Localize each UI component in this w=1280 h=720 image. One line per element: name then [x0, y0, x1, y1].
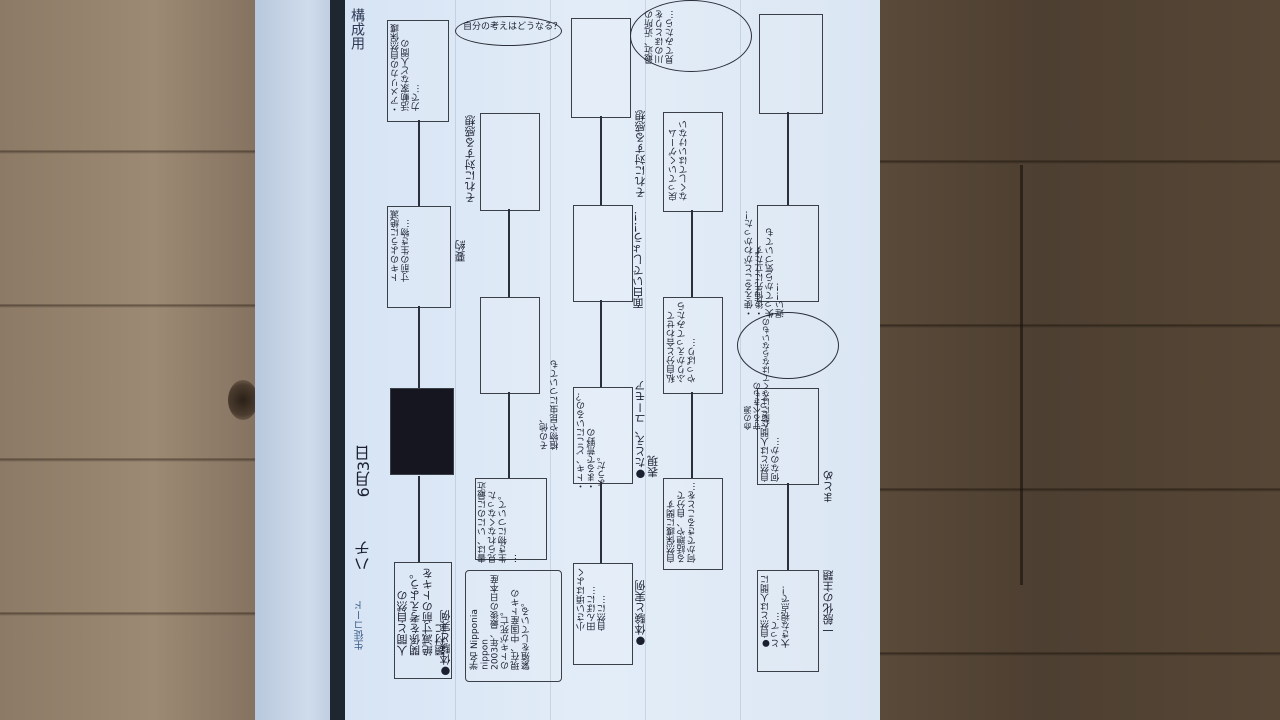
- r4-start-text: 自然保護に関す る話題や、自分で 何かできることを…: [667, 482, 698, 563]
- arrow: [508, 209, 510, 297]
- box-r3-q: [573, 387, 633, 484]
- date: 6月3日: [354, 445, 373, 498]
- exclaim: 面白いでしょう！！: [632, 210, 645, 309]
- keyword-2: それに対する感想: [464, 115, 477, 203]
- box-r4-start: [663, 478, 723, 570]
- box-photo: [390, 388, 454, 475]
- box-r5-start: [757, 570, 819, 672]
- reasons-text: 書は、いにのに最近 見られなくなった 生き物について。 …: [478, 482, 520, 563]
- arrow: [691, 392, 693, 478]
- keyword-4: まとめ: [822, 470, 835, 503]
- worksheet: 生徒コード ハチ 6月3日 構成用 人間と自然の 関係を考えよう。 絶滅寸前のト…: [345, 0, 880, 720]
- arrow: [600, 116, 602, 205]
- box-r5-final: [759, 14, 823, 114]
- cloud-bubble: [737, 312, 839, 379]
- arrow: [418, 306, 420, 388]
- arrow: [600, 482, 602, 563]
- example-text: 学名 Nipponia nippon 2003年、最後の日本産 のトキが死亡。 …: [470, 575, 532, 670]
- r5-heading: 一般化の主題: [822, 570, 835, 636]
- code-label: 生徒コード: [355, 600, 366, 650]
- r3-start-text: 小さい頃はよく 田んぼに… 自然に…: [577, 568, 608, 631]
- wood-table-right: [878, 0, 1280, 720]
- box-r4-q: [663, 297, 723, 394]
- box-r3-start: [573, 563, 633, 665]
- arrow: [418, 476, 420, 562]
- r5-end-text: ・使えることがわかった！ ・後悔先に立たず 失ってから気づいても 遅い！！: [745, 210, 787, 318]
- board-seam: [1020, 165, 1023, 585]
- r3-q-text: ・トキ、どこにいるの？ ・まるで荒野の ようだ。: [577, 392, 608, 491]
- thought-bubble: [455, 16, 562, 46]
- row-divider: [645, 0, 646, 720]
- humor: ●たとえ、ユーモア 表現: [634, 380, 660, 481]
- arrow: [508, 392, 510, 478]
- box-r2-a: [480, 297, 540, 394]
- wood-knot: [228, 380, 258, 420]
- mid-text: トキのように絶滅 寸前の生き物…: [391, 210, 412, 282]
- box-reasons: [475, 478, 547, 560]
- box-r5-end: [757, 205, 819, 302]
- arrow: [600, 300, 602, 387]
- speech-bubble: [630, 0, 752, 72]
- box-start: [394, 562, 452, 679]
- box-example: [465, 570, 562, 682]
- r4-q-text: 私自分と合わせて ふりかえってみたら やっぱり…: [667, 302, 698, 383]
- bubble-text: 自分の考えはどうなる？: [463, 22, 563, 32]
- row-divider: [740, 0, 741, 720]
- example-heading: ●体験と実例: [439, 610, 452, 678]
- r4-bubble-text: 最近、近所の 川のほとりを 見てみたら…: [645, 10, 676, 64]
- arrow: [691, 210, 693, 297]
- arrow: [787, 112, 789, 205]
- arrow: [418, 120, 420, 206]
- keyword-1: 要約: [454, 240, 467, 262]
- class-label: ハチ: [354, 540, 373, 572]
- form-title: 構成用: [349, 8, 365, 50]
- r4-end-text: 戻っていくゲーム なくしてはいけない: [669, 120, 690, 201]
- row-divider: [550, 0, 551, 720]
- row-divider: [455, 0, 456, 720]
- arrow: [787, 483, 789, 570]
- box-r5-mid: [757, 388, 819, 485]
- r5-start-text: ●自然とは人間に とって… 大きな視点で！: [761, 575, 792, 648]
- r5-bubble-text: 命の源 守るべきもの 人間にはなくてはならないもの: [743, 318, 771, 430]
- box-r4-end: [663, 112, 723, 212]
- box-r3-mid: [573, 205, 633, 302]
- end-text: ・アメリカの自然保護 活動家など人間の 力で…: [391, 24, 422, 114]
- box-r3-end: [571, 18, 631, 118]
- box-r2-b: [480, 113, 540, 211]
